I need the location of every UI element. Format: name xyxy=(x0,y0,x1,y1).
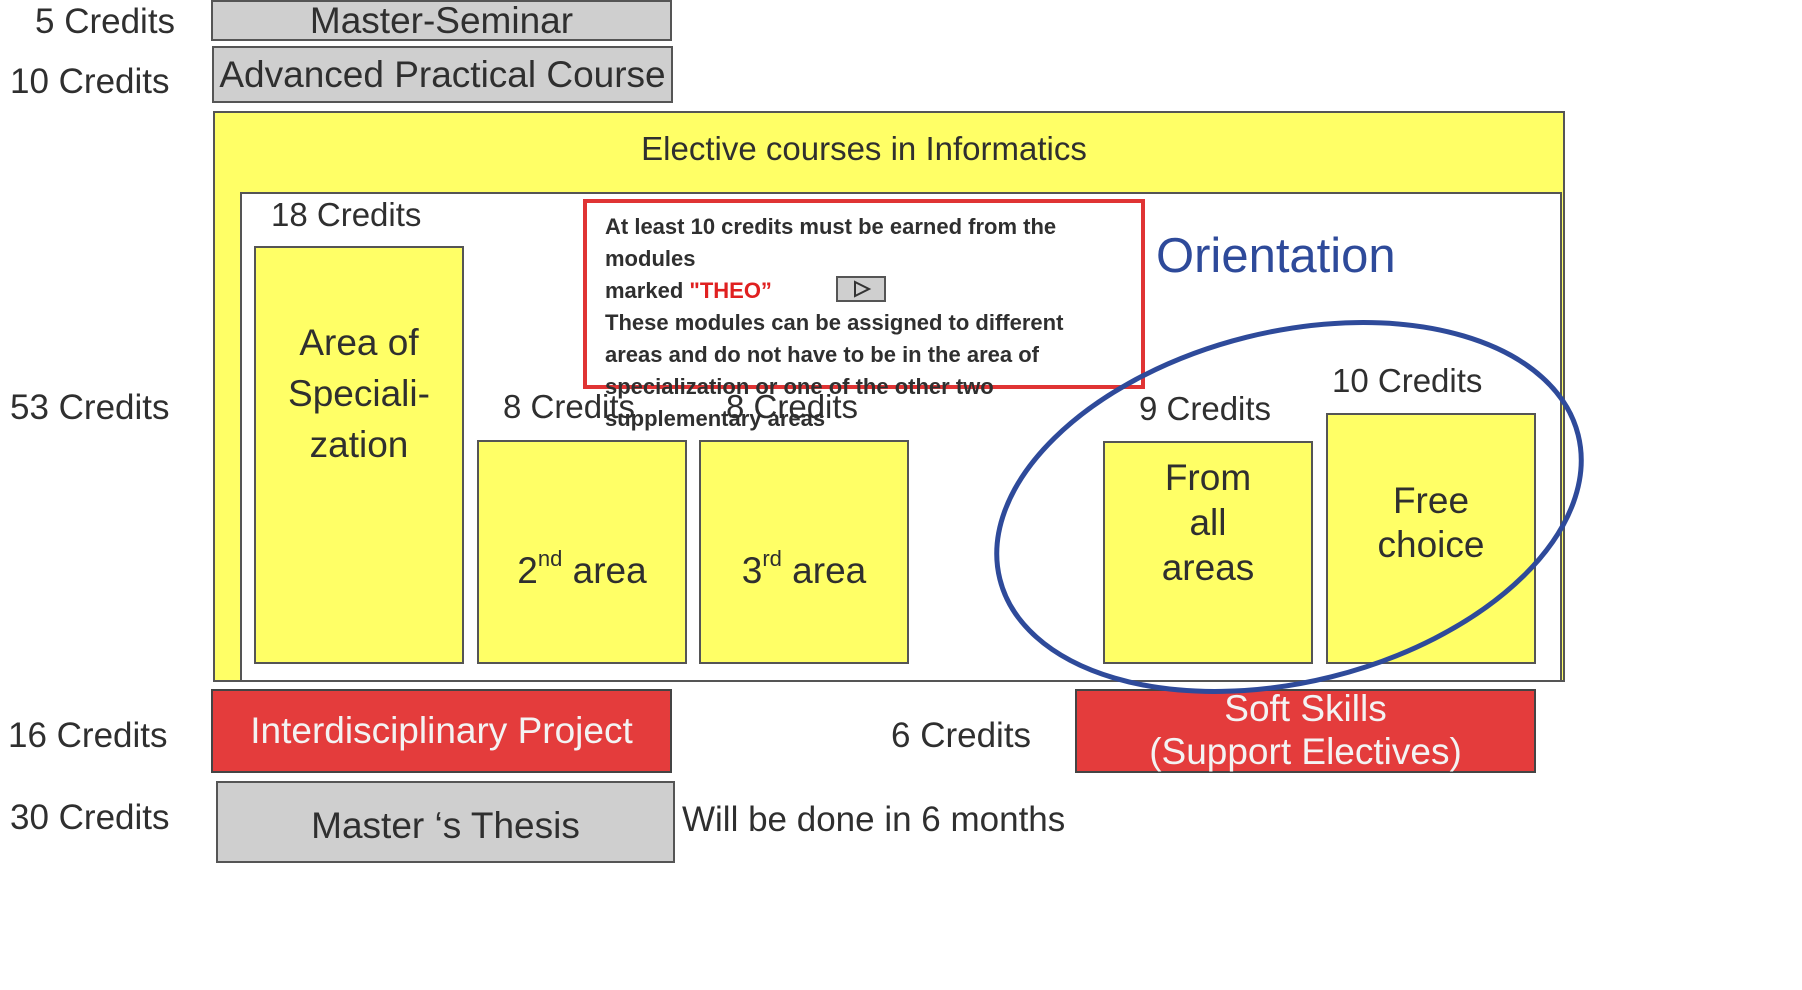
all-areas-line-3: areas xyxy=(1161,547,1255,588)
credits-practical: 10 Credits xyxy=(10,62,170,101)
note-line-5: specialization or one of the other two xyxy=(605,374,994,399)
note-line-4: areas and do not have to be in the area … xyxy=(605,342,1039,367)
specialization-line-2: Speciali- xyxy=(288,373,430,414)
interdisciplinary-project-label: Interdisciplinary Project xyxy=(250,710,633,751)
credits-third-area: 8 Credits xyxy=(726,388,859,425)
all-areas-line-2: all xyxy=(1189,502,1227,543)
free-choice-line-1: Free xyxy=(1392,480,1470,521)
interdisciplinary-project-box: Interdisciplinary Project xyxy=(211,689,672,773)
electives-title: Elective courses in Informatics xyxy=(641,130,1087,167)
master-thesis-label: Master ‘s Thesis xyxy=(311,805,580,846)
soft-skills-line-2: (Support Electives) xyxy=(1149,731,1462,772)
third-area-box: 3rd area xyxy=(699,440,909,664)
note-line-3: These modules can be assigned to differe… xyxy=(605,310,1064,335)
all-areas-box: From all areas xyxy=(1103,441,1313,664)
credits-soft-skills: 6 Credits xyxy=(891,716,1032,755)
practical-course-box: Advanced Practical Course xyxy=(212,46,673,103)
soft-skills-box: Soft Skills (Support Electives) xyxy=(1075,688,1536,773)
specialization-line-3: zation xyxy=(309,424,409,465)
orientation-label: Orientation xyxy=(1156,229,1396,283)
practical-course-label: Advanced Practical Course xyxy=(219,53,666,95)
free-choice-line-2: choice xyxy=(1377,524,1485,565)
second-area-label: 2nd area xyxy=(517,546,647,591)
all-areas-line-1: From xyxy=(1164,457,1252,498)
thesis-duration-note: Will be done in 6 months xyxy=(682,800,1066,839)
credits-idp: 16 Credits xyxy=(8,716,168,755)
specialization-line-1: Area of xyxy=(299,322,419,363)
free-choice-box: Free choice xyxy=(1326,413,1536,664)
specialization-box: Area of Speciali- zation xyxy=(254,246,464,664)
theo-note-box: At least 10 credits must be earned from … xyxy=(583,199,1145,431)
third-area-label: 3rd area xyxy=(741,546,867,591)
master-seminar-box: Master-Seminar xyxy=(211,0,672,41)
soft-skills-line-1: Soft Skills xyxy=(1224,688,1387,729)
note-line-1: At least 10 credits must be earned from … xyxy=(605,214,1057,271)
credits-seminar: 5 Credits xyxy=(35,2,176,41)
note-line-6: supplementary areas xyxy=(605,406,826,431)
credits-electives: 53 Credits xyxy=(10,388,170,427)
credits-second-area: 8 Credits xyxy=(503,388,636,425)
theo-keyword: "THEO” xyxy=(689,278,772,303)
note-line-2: marked "THEO” xyxy=(605,275,1123,307)
credits-thesis: 30 Credits xyxy=(10,798,170,837)
credits-specialization: 18 Credits xyxy=(271,196,422,233)
credits-free-choice: 10 Credits xyxy=(1332,362,1483,399)
second-area-box: 2nd area xyxy=(477,440,687,664)
play-button-icon[interactable] xyxy=(836,276,887,303)
master-thesis-box: Master ‘s Thesis xyxy=(216,781,675,863)
master-seminar-label: Master-Seminar xyxy=(309,0,574,41)
credits-all-areas: 9 Credits xyxy=(1139,390,1272,427)
